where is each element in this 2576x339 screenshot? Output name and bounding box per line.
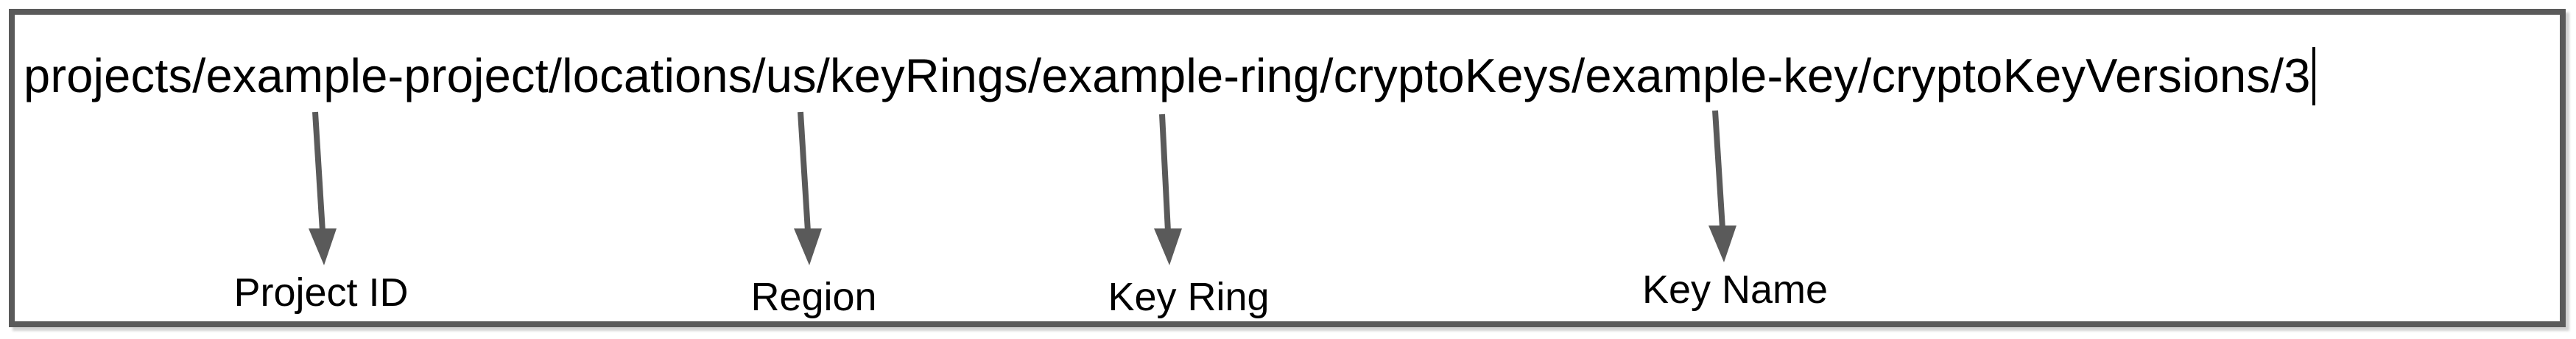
resource-path-value: projects/example-project/locations/us/ke…	[24, 49, 2311, 102]
resource-path-text[interactable]: projects/example-project/locations/us/ke…	[24, 47, 2315, 105]
region-label: Region	[750, 275, 877, 319]
resource-path-box	[9, 9, 2566, 327]
key-name-label: Key Name	[1641, 268, 1829, 312]
text-caret-icon	[2312, 47, 2315, 105]
project-id-label: Project ID	[233, 270, 409, 315]
key-ring-label: Key Ring	[1108, 275, 1270, 319]
